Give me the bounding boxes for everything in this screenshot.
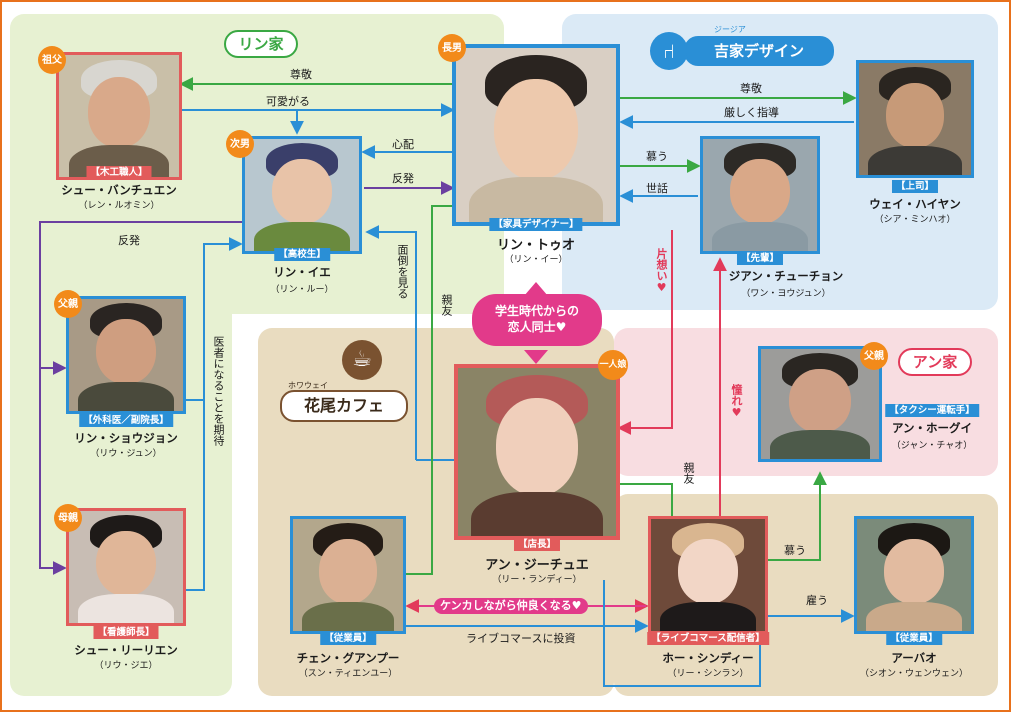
eldest-son-role: 【家具デザイナー】 [489,218,583,231]
rel-look-after: 面倒を見る [396,244,409,299]
rel-respect-boss: 尊敬 [740,82,762,95]
rel-fight-friends: ケンカしながら仲良くなる♥ [434,598,588,614]
streamer-name: ホー・シンディー [662,651,754,665]
an-father-role: 【タクシー運転手】 [885,404,979,417]
cafe-name: 花尾カフェ [280,390,408,422]
rel-invest: ライブコマースに投資 [466,632,576,645]
mother-photo [66,508,186,626]
only-daughter-actor: （リー・ランディー） [492,575,582,585]
eldest-son-name: リン・トゥオ [496,238,576,253]
second-son-actor: （リン・ルー） [270,285,334,295]
rel-worry: 心配 [392,138,414,151]
couple-label-line1: 学生時代からの [494,304,579,318]
couple-arrow [524,282,548,364]
employee2-actor: （シオン・ウェンウェン） [859,669,969,679]
streamer-photo [648,516,768,634]
employee2-photo [854,516,974,634]
senior-actor: （ワン・ヨウジュン） [741,289,831,299]
second-son-badge: 次男 [226,130,254,158]
rel-rebel-eldest: 反発 [392,172,414,185]
an-family-label: アン家 [898,348,972,376]
only-daughter-badge: 一人娘 [598,350,628,380]
arrow-admire-an-father [768,471,827,561]
second-son-role: 【高校生】 [274,248,330,261]
boss-name: ウェイ・ハイヤン [869,197,961,211]
eldest-son-badge: 長男 [438,34,466,62]
employee1-name: チェン・グアンプー [296,651,400,665]
only-daughter-name: アン・ジーチュエ [485,558,589,573]
cafe-ruby: ホワウェイ [288,381,328,390]
mother-role: 【看護師長】 [93,626,159,639]
arrow-dote [182,103,455,135]
eldest-son-actor: （リン・イー） [504,255,568,265]
grandfather-badge: 祖父 [38,46,66,74]
second-son-photo [242,136,362,254]
employee1-actor: （スン・ティエンユー） [298,669,398,679]
employee1-photo [290,516,406,634]
design-name: 吉家デザイン [684,36,834,66]
mother-name: シュー・リーリエン [74,643,178,657]
grandfather-photo [56,52,182,180]
rel-crush: 片想い♥ [655,248,668,294]
arrow-crush [617,230,673,435]
second-son-name: リン・イエ [273,265,331,279]
employee2-role: 【従業員】 [886,632,942,645]
employee2-name: アーバオ [891,651,937,665]
mother-badge: 母親 [54,504,82,532]
lin-family-label: リン家 [224,30,298,58]
senior-name: ジアン・チューチョン [728,269,844,283]
arrow-rebel-father [39,221,244,575]
grandfather-name: シュー・バンチュエン [61,183,177,197]
arrow-expect [186,237,243,591]
rel-best-friend-eldest: 親友 [440,294,453,316]
employee1-role: 【従業員】 [320,632,376,645]
rel-admire-an-father: 慕う [784,544,806,557]
an-father-photo [758,346,882,462]
senior-photo [700,136,820,254]
rel-respect-grandfather: 尊敬 [290,68,312,81]
rel-expect: 医者になることを期待 [212,336,225,446]
eldest-son-photo [452,44,620,226]
cafe-label: ☕ 花尾カフェ ホワウェイ [280,340,410,424]
streamer-actor: （リー・シンラン） [667,669,749,679]
grandfather-role: 【木工職人】 [86,166,152,179]
an-father-badge: 父親 [860,342,888,370]
design-chair-icon: ⑁ [650,32,688,70]
senior-role: 【先輩】 [736,252,784,265]
rel-care: 世話 [646,182,668,195]
rel-strict: 厳しく指導 [724,106,779,119]
arrow-hire [603,580,855,687]
rel-admire-senior: 慕う [646,150,668,163]
an-father-name: アン・ホーグイ [891,421,973,435]
boss-photo [856,60,974,178]
an-father-actor: （ジャン・チャオ） [891,441,973,451]
coffee-cup-icon: ☕ [342,340,382,380]
father-actor: （リウ・ジュン） [90,449,162,459]
line-best-friend-streamer [620,483,673,516]
only-daughter-photo [454,364,620,540]
grandfather-actor: （レン・ルオミン） [78,201,160,211]
rel-longing: 憧れ♥ [730,384,743,419]
couple-label-line2: 恋人同士♥ [507,320,567,334]
father-name: リン・ショウジョン [74,431,178,445]
boss-role: 【上司】 [891,180,939,193]
rel-hire: 雇う [806,594,828,607]
father-photo [66,296,186,414]
couple-label: 学生時代からの 恋人同士♥ [472,294,602,346]
rel-rebel-father: 反発 [118,234,140,247]
line-look-after [365,225,454,461]
design-label: ⑁ 吉家デザイン ジージア [650,25,838,70]
boss-actor: （シア・ミンハオ） [874,215,956,225]
line-best-friend-eldest [404,205,454,575]
design-ruby: ジージア [714,25,746,34]
streamer-role: 【ライブコマース配信者】 [647,632,769,645]
only-daughter-role: 【店長】 [513,538,561,551]
mother-actor: （リウ・ジエ） [94,661,158,671]
rel-best-friend-streamer: 親友 [682,462,695,484]
rel-dote: 可愛がる [266,95,310,108]
father-role: 【外科医／副院長】 [79,414,173,427]
father-badge: 父親 [54,290,82,318]
